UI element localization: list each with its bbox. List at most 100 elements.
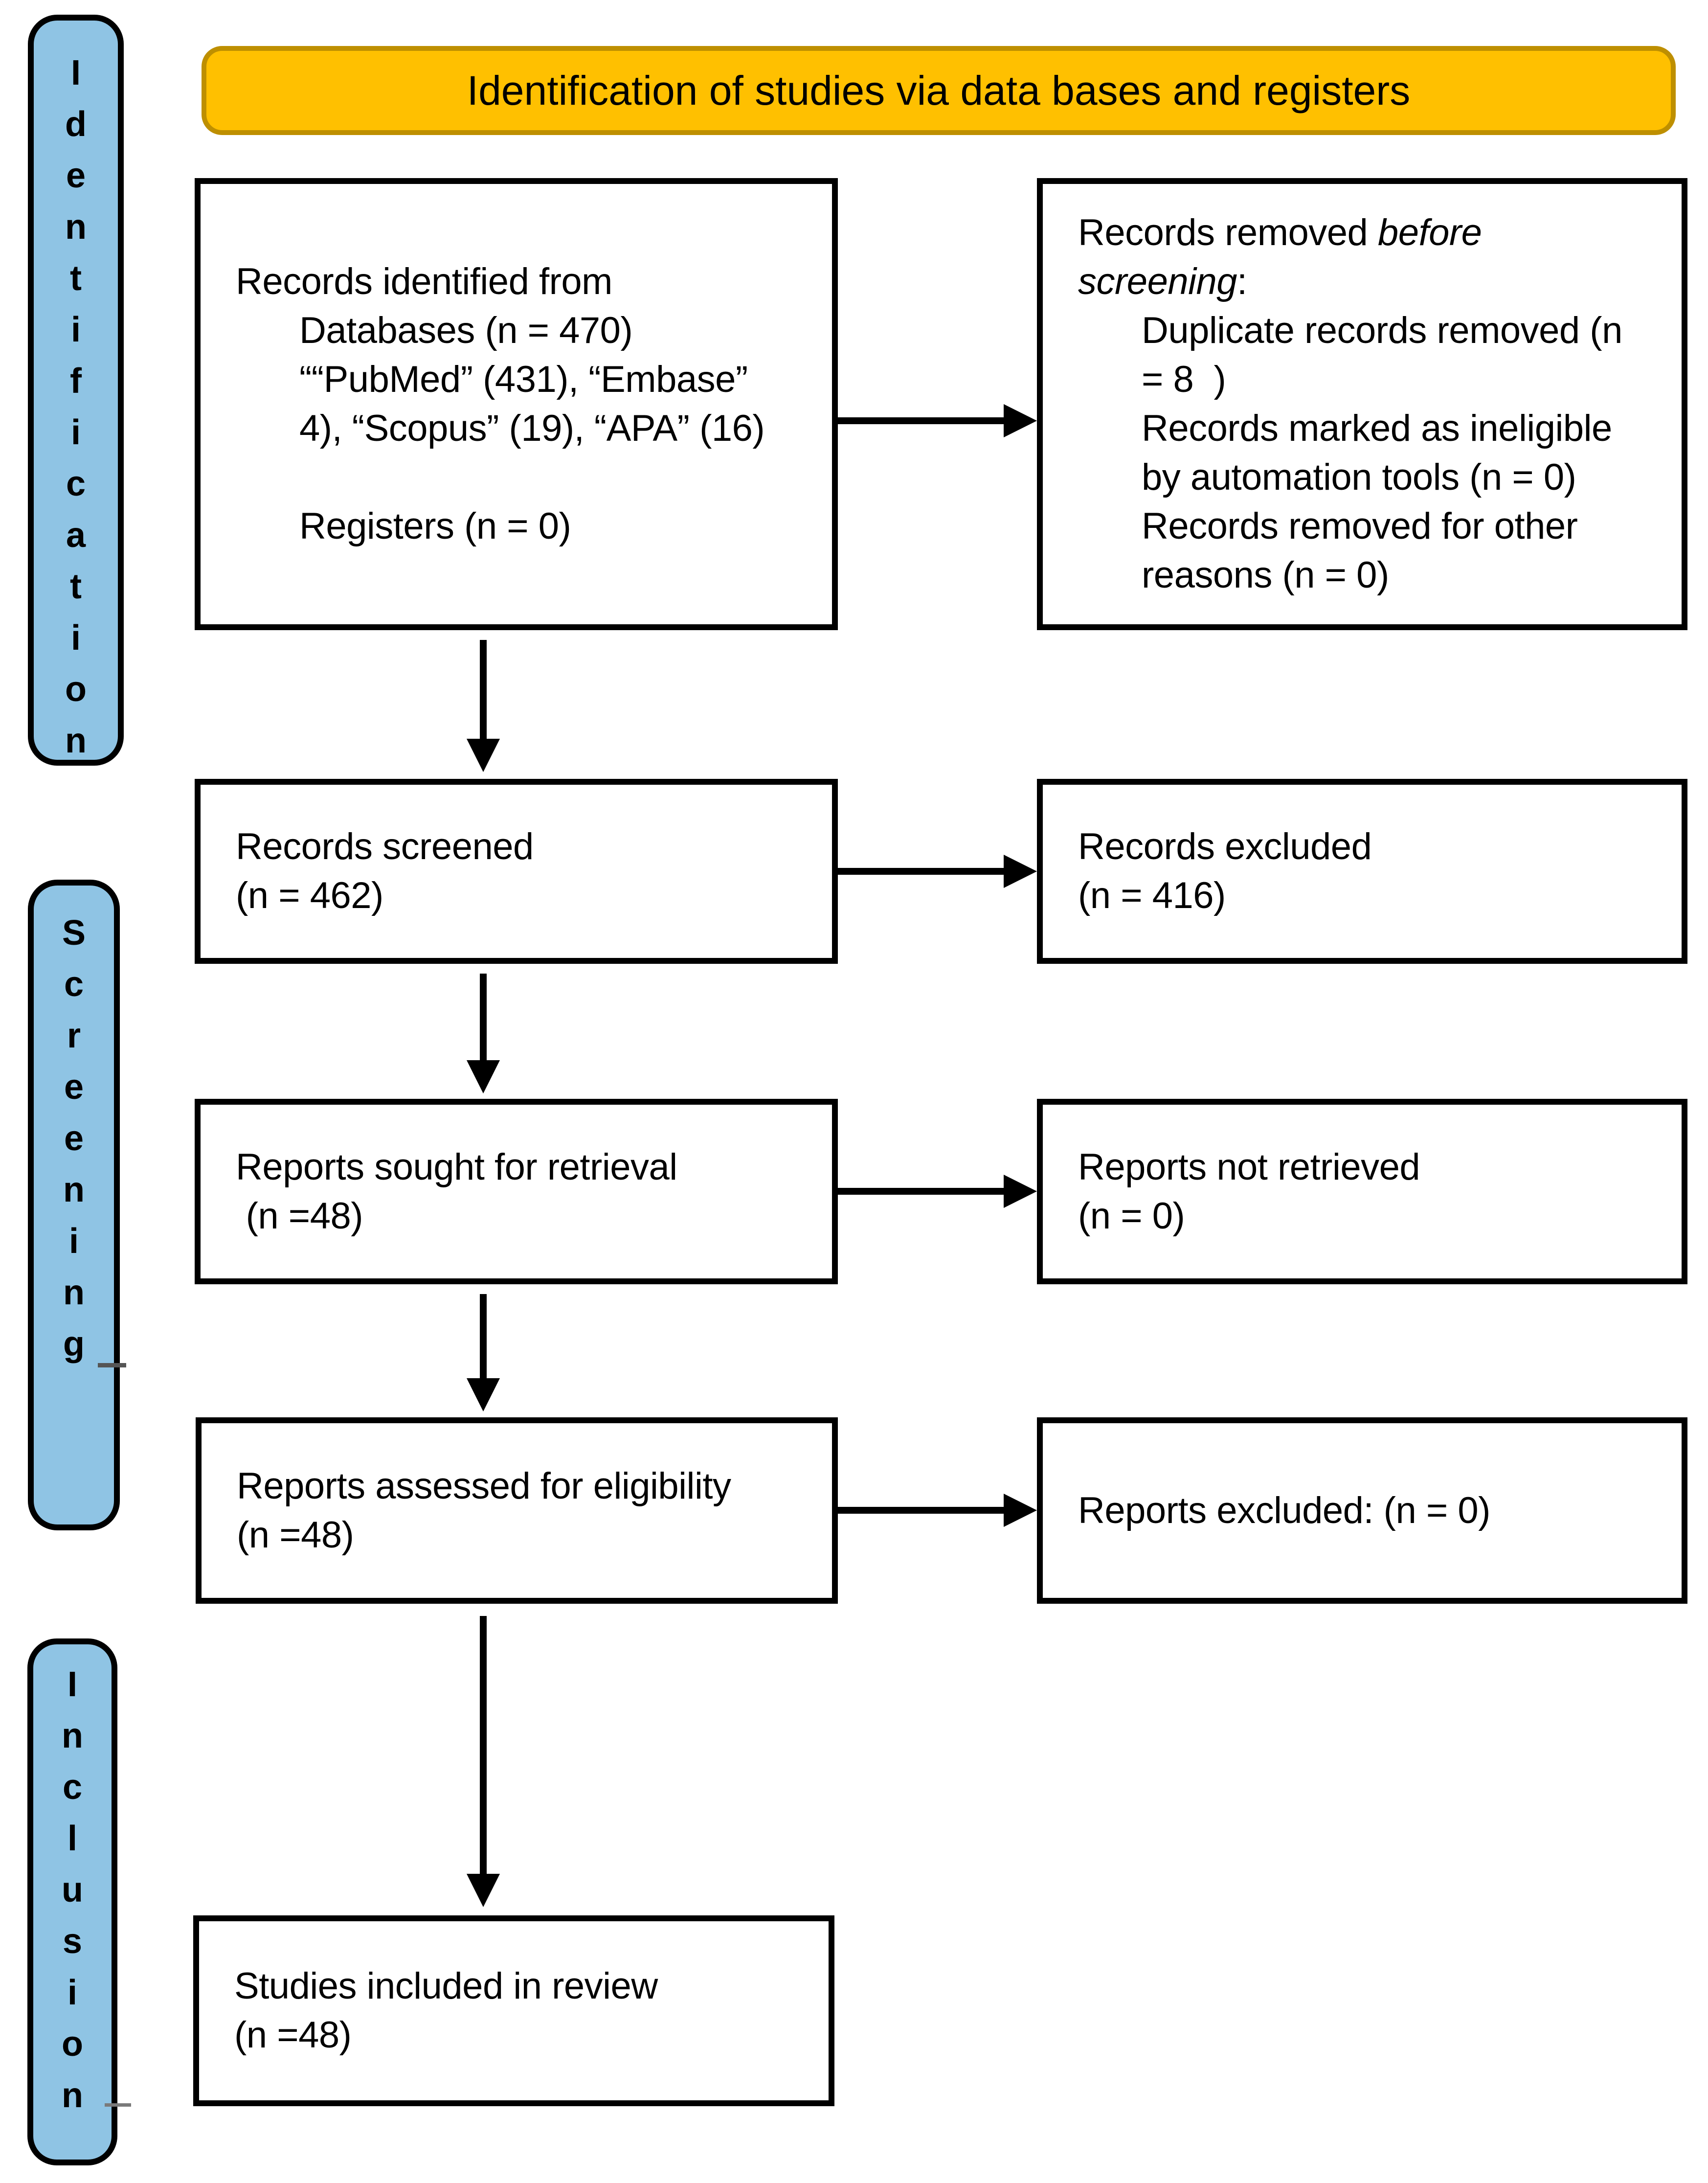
box-reports-assessed-for-eligibility: Reports assessed for eligibility (n =48) — [196, 1417, 838, 1604]
sidebar-letter: i — [70, 413, 81, 452]
sidebar-letter: S — [62, 913, 86, 953]
box-reports-not-retrieved: Reports not retrieved (n = 0) — [1037, 1099, 1687, 1284]
box-text-line: (n = 462) — [236, 871, 820, 920]
box-text-segment-italic: before — [1377, 212, 1482, 253]
box-text-segment: (n = 462) — [236, 875, 383, 916]
sidebar-letter: I — [70, 53, 81, 92]
sidebar-letter: a — [66, 516, 86, 555]
box-text-line: by automation tools (n = 0) — [1078, 453, 1670, 502]
box-text-line: Reports sought for retrieval — [236, 1143, 820, 1192]
sidebar-letter: i — [70, 310, 81, 349]
sidebar-letter: I — [67, 1665, 77, 1704]
box-records-excluded: Records excluded (n = 416) — [1037, 779, 1687, 964]
arrow-sought-to-assessed-shaft — [480, 1294, 487, 1380]
sidebar-letter: o — [62, 2024, 83, 2064]
sidebar-letter: i — [70, 618, 81, 658]
box-text-segment-italic: screening — [1078, 261, 1237, 302]
box-studies-included-in-review: Studies included in review(n =48) — [193, 1915, 834, 2106]
sidebar-letter: f — [70, 362, 82, 401]
box-text-line: Records removed for other — [1078, 502, 1670, 551]
box-text-line: reasons (n = 0) — [1078, 551, 1670, 600]
box-text-segment: Records identified from — [236, 261, 612, 302]
sidebar-letter: n — [65, 721, 87, 760]
sidebar-letter: c — [66, 464, 86, 503]
arrow-sought-to-assessed-head — [467, 1378, 500, 1411]
box-text-line: Duplicate records removed (n — [1078, 306, 1670, 355]
sidebar-letter: i — [67, 1973, 77, 2012]
box-text-line: Registers (n = 0) — [236, 502, 820, 551]
arrow-screened-to-excluded-shaft — [838, 868, 1007, 875]
box-text-segment: Records removed — [1078, 212, 1378, 253]
sidebar-letter: n — [65, 207, 87, 247]
box-text-line: Records screened — [236, 822, 820, 871]
banner-label: Identification of studies via data bases… — [467, 67, 1411, 114]
box-text-segment: Records excluded — [1078, 826, 1372, 867]
arrow-screened-to-sought-shaft — [480, 974, 487, 1062]
box-text-segment: : — [1237, 261, 1247, 302]
arrow-assessed-to-included-head — [467, 1874, 500, 1907]
arrow-identified-to-screened-head — [467, 739, 500, 772]
arrow-assessed-to-included-shaft — [480, 1616, 487, 1875]
box-text-segment: ““PubMed” (431), “Embase” — [299, 359, 748, 400]
sidebar-letter: n — [63, 1170, 85, 1209]
box-text-segment: Reports not retrieved — [1078, 1146, 1420, 1188]
box-text-segment: Duplicate records removed (n — [1142, 310, 1622, 351]
sidebar-letter: g — [63, 1324, 85, 1364]
arrow-assessed-to-excluded-head — [1004, 1494, 1037, 1527]
sidebar-letter: c — [64, 965, 84, 1004]
sidebar-letter: l — [67, 1819, 77, 1858]
box-text-segment: Records screened — [236, 826, 534, 867]
box-text-line: Reports assessed for eligibility — [237, 1462, 820, 1511]
arrow-sought-to-not-retrieved-shaft — [838, 1188, 1007, 1195]
box-text-line: (n = 416) — [1078, 871, 1670, 920]
arrow-identified-to-removed-shaft — [838, 417, 1007, 424]
box-text-line: Reports not retrieved — [1078, 1143, 1670, 1192]
sidebar-letter: o — [65, 670, 87, 709]
box-text-line: (n =48) — [237, 1511, 820, 1560]
box-text-line: (n =48) — [236, 1192, 820, 1241]
sidebar-letter: r — [67, 1016, 81, 1055]
stray-tick-inclusion — [105, 2103, 131, 2107]
sidebar-letter: e — [64, 1119, 84, 1158]
box-text-segment: Registers (n = 0) — [299, 505, 571, 547]
sidebar-letter: u — [62, 1870, 83, 1910]
box-text-line: 4), “Scopus” (19), “APA” (16) — [236, 404, 820, 453]
box-text-line: Records removed before — [1078, 208, 1670, 257]
box-text-line: Records excluded — [1078, 822, 1670, 871]
box-text-segment: (n = 416) — [1078, 875, 1226, 916]
stray-tick-screening — [98, 1363, 126, 1367]
box-text-segment: Reports excluded: (n = 0) — [1078, 1489, 1490, 1531]
box-text-line: Records marked as ineligible — [1078, 404, 1670, 453]
box-text-segment: Reports assessed for eligibility — [237, 1465, 731, 1507]
box-text-line — [236, 453, 820, 502]
box-text-line: Records identified from — [236, 257, 820, 306]
sidebar-letter: t — [70, 567, 82, 606]
box-text-segment: (n =48) — [234, 2014, 352, 2056]
box-reports-sought-for-retrieval: Reports sought for retrieval (n =48) — [195, 1099, 838, 1284]
sidebar-letter: e — [66, 156, 86, 195]
box-text-segment: (n =48) — [236, 1195, 363, 1237]
box-text-line: = 8 ) — [1078, 355, 1670, 404]
sidebar-letter: d — [65, 105, 87, 144]
sidebar-letter: t — [70, 259, 82, 298]
arrow-assessed-to-excluded-shaft — [838, 1507, 1007, 1514]
box-text-segment: (n =48) — [237, 1514, 354, 1556]
box-text-segment: by automation tools (n = 0) — [1142, 456, 1576, 498]
box-text-segment: = 8 ) — [1142, 359, 1226, 400]
box-text-segment: Databases (n = 470) — [299, 310, 633, 351]
box-text-segment: 4), “Scopus” (19), “APA” (16) — [299, 408, 765, 449]
box-text-line: (n =48) — [234, 2011, 817, 2060]
box-text-segment: reasons (n = 0) — [1142, 554, 1389, 596]
box-text-line: Studies included in review — [234, 1962, 817, 2011]
box-text-line: (n = 0) — [1078, 1192, 1670, 1241]
banner-identification-of-studies: Identification of studies via data bases… — [202, 46, 1676, 135]
sidebar-letter: n — [62, 2076, 83, 2115]
box-text-segment: (n = 0) — [1078, 1195, 1185, 1237]
arrow-screened-to-sought-head — [467, 1060, 500, 1093]
box-text-segment: Records removed for other — [1142, 505, 1578, 547]
